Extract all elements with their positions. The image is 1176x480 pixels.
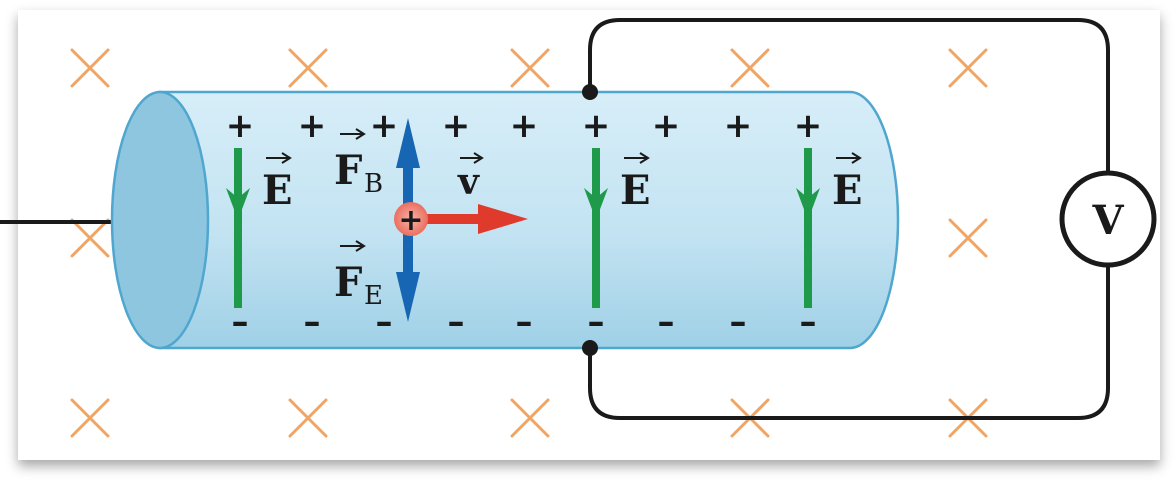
magnetic-force-label: F B	[334, 128, 383, 199]
field-cross-icon	[70, 218, 110, 258]
bottom-minus-sign: –	[658, 302, 675, 342]
svg-text:E: E	[832, 167, 863, 214]
top-plus-sign: +	[510, 106, 539, 146]
bottom-surface-charges: –––––––––	[232, 302, 817, 342]
field-cross-icon	[70, 398, 110, 438]
top-plus-sign: +	[370, 106, 399, 146]
bottom-minus-sign: –	[800, 302, 817, 342]
e-field-arrow-1	[226, 148, 250, 308]
svg-text:F: F	[334, 147, 362, 194]
field-cross-icon	[288, 48, 328, 88]
bottom-minus-sign: –	[232, 302, 249, 342]
bottom-minus-sign: –	[304, 302, 321, 342]
svg-text:B: B	[364, 169, 383, 199]
bottom-minus-sign: –	[588, 302, 605, 342]
svg-text:F: F	[334, 259, 362, 306]
svg-text:+: +	[398, 203, 423, 238]
velocity-arrow	[424, 204, 528, 234]
magnetic-force-arrow	[396, 118, 420, 210]
electric-force-arrow	[396, 230, 420, 322]
top-plus-sign: +	[652, 106, 681, 146]
bottom-junction-dot	[582, 340, 598, 356]
field-cross-icon	[510, 398, 550, 438]
e-field-label-3: E	[832, 152, 863, 214]
voltmeter-label: V	[1091, 197, 1124, 244]
positive-charge-icon: +	[394, 202, 428, 238]
velocity-label: v	[457, 152, 484, 203]
e-field-arrow-3	[796, 148, 820, 308]
field-cross-icon	[510, 48, 550, 88]
bottom-minus-sign: –	[730, 302, 747, 342]
bottom-minus-sign: –	[448, 302, 465, 342]
top-plus-sign: +	[582, 106, 611, 146]
bottom-minus-sign: –	[516, 302, 533, 342]
svg-text:v: v	[457, 161, 480, 203]
top-plus-sign: +	[794, 106, 823, 146]
e-field-label-1: E	[262, 152, 293, 214]
field-cross-icon	[948, 218, 988, 258]
conductor-cylinder	[110, 90, 900, 350]
svg-text:E: E	[364, 281, 383, 311]
top-junction-dot	[582, 84, 598, 100]
electric-force-label: F E	[334, 240, 383, 311]
field-cross-icon	[70, 48, 110, 88]
e-field-label-2: E	[620, 152, 651, 214]
field-cross-icon	[288, 398, 328, 438]
voltmeter-icon: V	[1059, 170, 1157, 268]
field-cross-icon	[730, 48, 770, 88]
top-plus-sign: +	[442, 106, 471, 146]
top-surface-charges: + + + + + + + + +	[226, 106, 823, 146]
top-plus-sign: +	[298, 106, 327, 146]
e-field-arrows	[226, 148, 820, 308]
top-plus-sign: +	[226, 106, 255, 146]
svg-text:E: E	[620, 167, 651, 214]
svg-text:E: E	[262, 167, 293, 214]
bottom-minus-sign: –	[376, 302, 393, 342]
field-cross-icon	[948, 48, 988, 88]
top-plus-sign: +	[724, 106, 753, 146]
e-field-arrow-2	[584, 148, 608, 308]
voltmeter-circuit	[588, 18, 1110, 420]
